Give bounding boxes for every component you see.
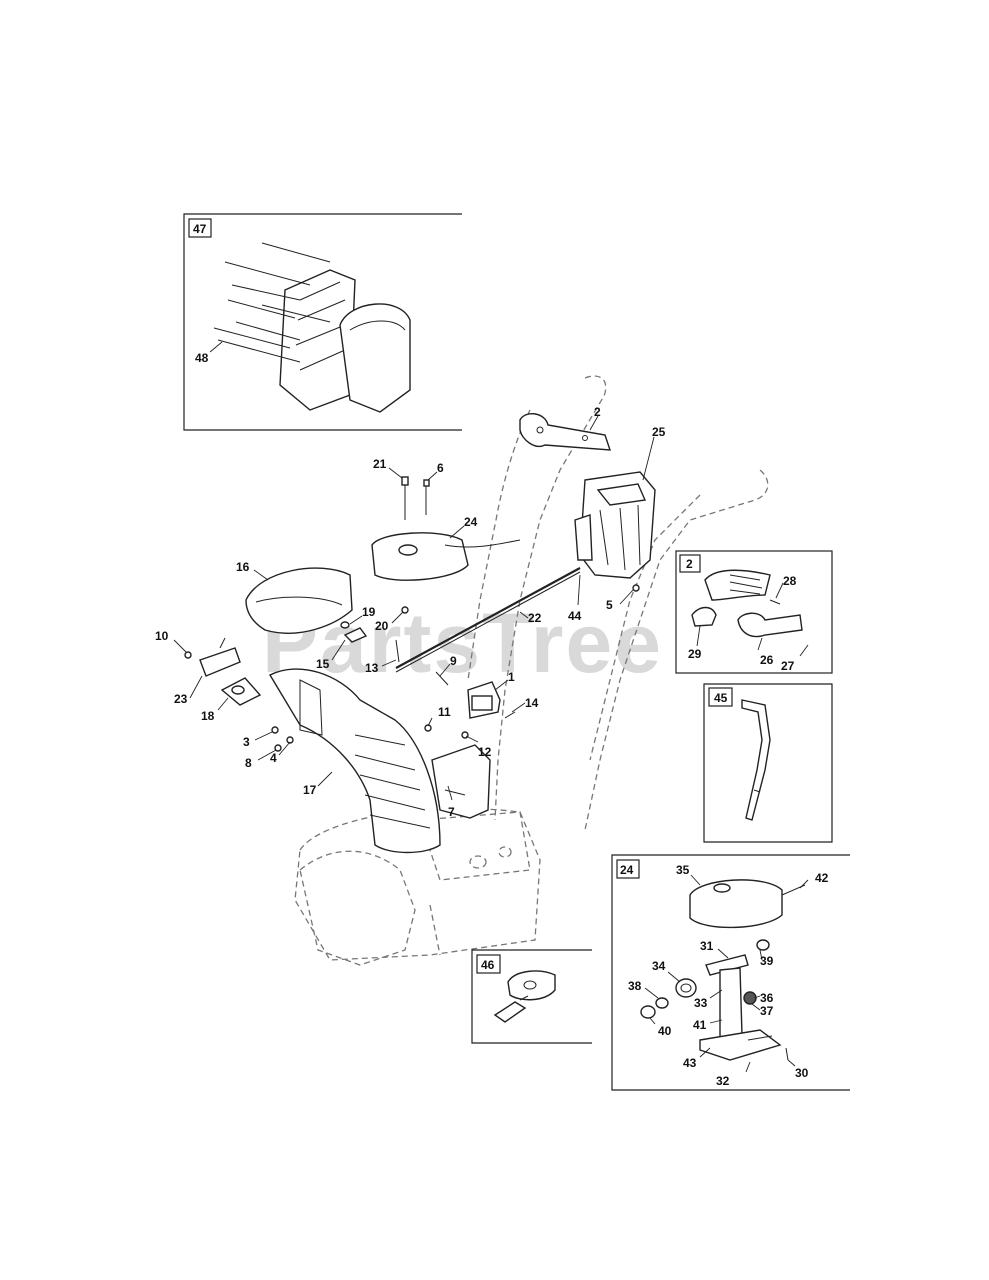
inset-45: 45: [703, 683, 833, 843]
part-7-bracket: [431, 744, 491, 819]
callout-40: 40: [658, 1024, 672, 1038]
callout-5: 5: [606, 598, 613, 612]
callout-29: 29: [688, 647, 702, 661]
part-21-bolt: [401, 476, 409, 520]
inset-46-title: 46: [481, 958, 495, 972]
callout-31: 31: [700, 939, 714, 953]
part-1-block: [467, 681, 501, 719]
part-16-deflector: [245, 567, 353, 634]
callout-32: 32: [716, 1074, 730, 1088]
main-callouts: 2 25 21 6 24 16 22 44 5 19 20 10 15 13 9…: [155, 405, 666, 819]
callout-24: 24: [464, 515, 478, 529]
callout-18: 18: [201, 709, 215, 723]
inset-2-title: 2: [686, 557, 693, 571]
callout-9: 9: [450, 654, 457, 668]
callout-48: 48: [195, 351, 209, 365]
inset-24: 24 35 42 31 39 34 38 33 36 37 41: [611, 854, 850, 1091]
callout-28: 28: [783, 574, 797, 588]
part-23-bracket: [199, 637, 241, 677]
callout-44: 44: [568, 609, 582, 623]
callout-27: 27: [781, 659, 795, 673]
inset-46: 46: [471, 949, 592, 1044]
callout-36: 36: [760, 991, 774, 1005]
callout-20: 20: [375, 619, 389, 633]
part-18-rotator: [220, 677, 262, 706]
callout-21: 21: [373, 457, 387, 471]
callout-39: 39: [760, 954, 774, 968]
callout-30: 30: [795, 1066, 809, 1080]
inset-47-screws: [213, 242, 331, 363]
callout-42: 42: [815, 871, 829, 885]
callout-4: 4: [270, 751, 277, 765]
callout-17: 17: [303, 783, 317, 797]
callout-19: 19: [362, 605, 376, 619]
callout-13: 13: [365, 661, 379, 675]
callout-43: 43: [683, 1056, 697, 1070]
callout-8: 8: [245, 756, 252, 770]
callout-35: 35: [676, 863, 690, 877]
callout-11: 11: [438, 705, 451, 719]
callout-25: 25: [652, 425, 666, 439]
part-22-rod: [395, 567, 581, 673]
part-6-bolt: [423, 479, 430, 515]
inset-24-title: 24: [620, 863, 634, 877]
callout-37: 37: [760, 1004, 774, 1018]
callout-10: 10: [155, 629, 169, 643]
callout-1: 1: [508, 670, 515, 684]
inset-47-title: 47: [193, 222, 207, 236]
callout-38: 38: [628, 979, 642, 993]
callout-26: 26: [760, 653, 774, 667]
callout-6: 6: [437, 461, 444, 475]
callout-23: 23: [174, 692, 188, 706]
part-24-cover: [371, 532, 521, 581]
callout-2: 2: [594, 405, 601, 419]
part-17-chute: [269, 668, 441, 854]
callout-41: 41: [693, 1018, 707, 1032]
callout-3: 3: [243, 735, 250, 749]
callout-12: 12: [478, 745, 492, 759]
inset-45-title: 45: [714, 691, 728, 705]
machine-frame-outline: [294, 375, 769, 966]
inset-47: 47 48: [183, 213, 462, 431]
callout-14: 14: [525, 696, 539, 710]
callout-15: 15: [316, 657, 330, 671]
callout-7: 7: [448, 805, 455, 819]
callout-16: 16: [236, 560, 250, 574]
part-2-bracket: [519, 413, 611, 451]
callout-22: 22: [528, 611, 542, 625]
callout-33: 33: [694, 996, 708, 1010]
callout-34: 34: [652, 959, 666, 973]
hardware-dots: [184, 584, 640, 752]
inset-2: 2 28 29 26 27: [675, 550, 833, 674]
part-25-housing: [574, 471, 656, 579]
